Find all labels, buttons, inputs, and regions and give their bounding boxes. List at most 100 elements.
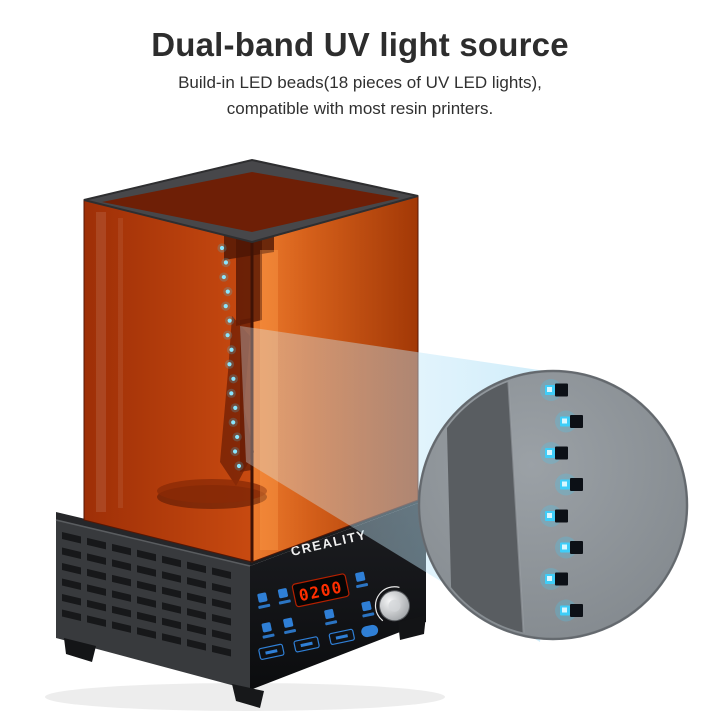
uv-led-dot — [227, 362, 232, 367]
uv-led-dot — [227, 318, 232, 323]
magnifier-inset — [417, 369, 689, 641]
uv-led-dot — [223, 260, 229, 265]
inset-led-highlight — [562, 544, 567, 550]
panel-button-glyph — [335, 634, 348, 640]
inset-led-highlight — [562, 418, 567, 424]
knob-center — [388, 599, 401, 612]
inset-frame-band — [446, 376, 524, 636]
vent-slot — [162, 633, 181, 645]
vent-slot — [137, 596, 156, 608]
subtitle-line-2: compatible with most resin printers. — [226, 99, 494, 118]
vent-slot — [87, 584, 106, 596]
panel-button-icon — [261, 622, 272, 633]
uv-led-dot — [233, 405, 238, 410]
uv-led-dot — [223, 304, 228, 309]
vent-slot — [87, 537, 106, 550]
vent-slot — [112, 605, 131, 618]
inset-led-chip — [555, 446, 568, 460]
inset-led-highlight — [547, 450, 552, 455]
panel-button-icon — [257, 592, 268, 603]
uv-led-dot — [229, 391, 234, 396]
panel-button-outline — [328, 628, 355, 645]
panel-button-icon — [361, 601, 372, 612]
subtitle-line-1: Build-in LED beads(18 pieces of UV LED l… — [178, 73, 542, 92]
foot-front — [232, 684, 264, 708]
inset-led-chip — [555, 509, 568, 523]
inset-led-chip — [570, 478, 583, 491]
vent-slot — [212, 614, 231, 626]
magnifier-ring — [418, 370, 688, 640]
vent-slot — [112, 590, 131, 602]
vent-grid — [62, 532, 231, 657]
inset-led-chip — [570, 541, 583, 554]
vent-slot — [187, 592, 206, 605]
vent-slot — [87, 615, 106, 627]
vent-slot — [212, 629, 231, 642]
reflection-streak — [118, 218, 123, 508]
inset-band-edge — [507, 375, 525, 636]
reflection-streak — [96, 212, 106, 512]
inset-led-chip — [555, 572, 568, 586]
vent-slot — [187, 561, 206, 574]
panel-button-label — [325, 620, 338, 626]
panel-button-glyph — [265, 649, 278, 655]
uv-led-dot — [236, 463, 242, 469]
panel-pill-button — [361, 624, 379, 638]
panel-button-outline — [293, 636, 320, 653]
vent-slot — [162, 586, 181, 599]
inset-led-highlight — [547, 387, 552, 392]
uv-led-strip — [217, 243, 244, 471]
panel-button-label — [278, 599, 291, 605]
uv-led-dot — [219, 245, 225, 251]
vent-slot — [87, 553, 106, 565]
inset-led-highlight — [562, 607, 567, 613]
uv-led-dot — [231, 376, 236, 381]
vent-slot — [62, 594, 81, 606]
panel-button-label — [362, 612, 375, 618]
panel-button-outline — [258, 643, 285, 660]
inset-led-chip — [570, 415, 583, 428]
foot-left — [64, 638, 96, 662]
vent-slot — [187, 623, 206, 636]
vent-slot — [212, 645, 231, 657]
vent-slot — [212, 598, 231, 611]
control-panel: 0200 — [257, 571, 415, 660]
base-edge-highlight — [55, 519, 251, 567]
vent-slot — [187, 577, 206, 589]
vent-slot — [62, 532, 81, 544]
panel-button-label — [356, 583, 369, 589]
inset-led-chip — [570, 604, 583, 617]
vent-slot — [187, 608, 206, 620]
vent-slot — [112, 574, 131, 587]
uv-led-dot — [225, 333, 230, 338]
vent-slot — [62, 547, 81, 559]
vent-slot — [137, 549, 156, 562]
machine-base: CREALITY 0200 — [55, 492, 426, 708]
uv-led-dot — [225, 289, 230, 294]
panel-button-icon — [277, 588, 289, 599]
magnifier-content — [446, 375, 583, 636]
panel-button-icon — [324, 608, 335, 620]
knob-dial-marking — [374, 586, 415, 626]
vent-slot — [62, 563, 81, 575]
panel-buttons — [257, 571, 379, 660]
vent-slot — [137, 627, 156, 639]
vent-slot — [162, 555, 181, 568]
panel-button-icon — [355, 571, 366, 582]
uv-led-dot — [229, 347, 234, 352]
vent-slot — [62, 609, 81, 621]
vent-slot — [137, 565, 156, 577]
vent-slot — [162, 602, 181, 614]
vent-slot — [162, 571, 181, 583]
foot-right — [398, 615, 426, 640]
vent-slot — [162, 617, 181, 630]
vent-slot — [112, 621, 131, 633]
vent-slot — [212, 567, 231, 580]
uv-led-dot — [235, 434, 240, 440]
vent-slot — [137, 611, 156, 624]
vent-slot — [87, 599, 106, 612]
panel-button-label — [262, 633, 275, 639]
vent-slot — [187, 639, 206, 651]
